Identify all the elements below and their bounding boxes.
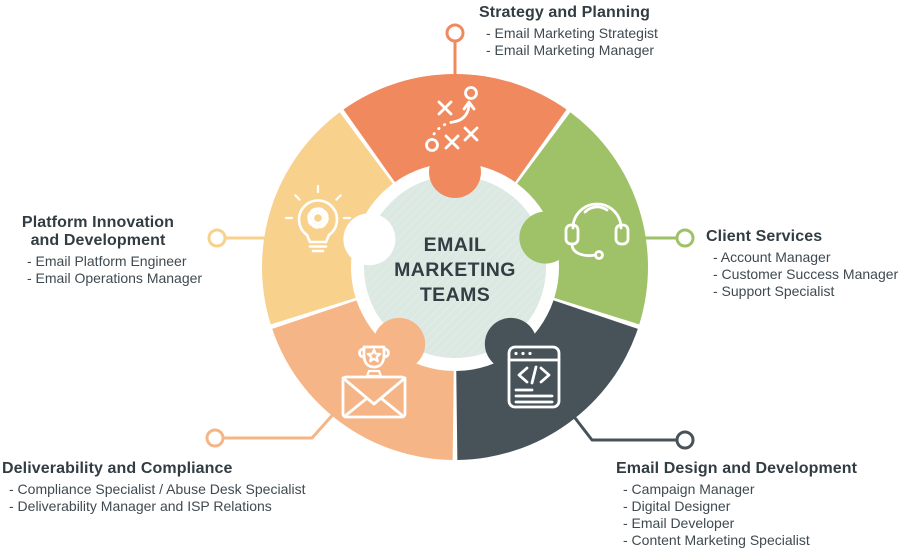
section-role: - Email Platform Engineer	[27, 253, 187, 269]
section-role: - Account Manager	[713, 249, 831, 265]
section-role: - Campaign Manager	[623, 481, 755, 497]
connector-email-design	[563, 404, 695, 450]
puzzle-knob-deliverability-and-compliance	[373, 317, 426, 370]
section-role: - Digital Designer	[623, 498, 731, 514]
section-role: - Support Specialist	[713, 283, 835, 299]
section-label-platform: Platform Innovation and Development - Em…	[8, 214, 202, 287]
section-role: - Email Operations Manager	[27, 270, 203, 286]
section-role: - Compliance Specialist / Abuse Desk Spe…	[9, 481, 306, 497]
section-label-strategy: Strategy and Planning - Email Marketing …	[479, 3, 658, 59]
segment-deliverability-and-compliance	[272, 300, 454, 460]
section-role: - Deliverability Manager and ISP Relatio…	[9, 498, 272, 514]
section-title: Client Services	[706, 228, 823, 245]
lightbulb-gear-icon	[284, 184, 352, 253]
connector-strategy	[445, 23, 465, 78]
section-role: - Email Developer	[623, 515, 735, 531]
section-role: - Content Marketing Specialist	[623, 532, 810, 548]
section-role: - Customer Success Manager	[713, 266, 899, 282]
headset-icon	[564, 202, 630, 260]
section-role: - Email Marketing Strategist	[486, 25, 658, 41]
connector-ring	[207, 228, 227, 248]
envelope-award-icon	[341, 345, 407, 419]
puzzle-knob-email-design-and-development	[484, 317, 537, 370]
connector-client-services	[640, 228, 695, 248]
segment-strategy-and-planning	[343, 73, 567, 183]
connector-ring	[205, 428, 225, 448]
connector-ring	[675, 430, 695, 450]
puzzle-knob-strategy-and-planning	[429, 146, 481, 198]
center-title: EMAIL MARKETING TEAMS	[394, 234, 516, 306]
connector-line	[224, 409, 339, 440]
center-circle-texture	[364, 176, 546, 358]
puzzle-knob-client-services	[519, 211, 572, 264]
section-label-client-services: Client Services - Account Manager - Cust…	[706, 227, 898, 300]
section-label-email-design: Email Design and Development - Campaign …	[616, 459, 857, 549]
section-label-deliverability: Deliverability and Compliance - Complian…	[2, 459, 305, 515]
connector-ring	[675, 228, 695, 248]
puzzle-notch-platform	[343, 213, 396, 266]
section-title: Email Design and Development	[616, 460, 858, 477]
segment-client-services	[517, 112, 649, 325]
section-title: Platform Innovation and Development	[21, 214, 175, 249]
segment-email-design-and-development	[456, 300, 638, 460]
code-window-icon	[507, 345, 561, 409]
section-title: Strategy and Planning	[479, 4, 651, 21]
connector-deliverability	[205, 409, 339, 448]
strategy-playbook-icon	[425, 86, 479, 152]
connector-platform	[207, 228, 266, 248]
team-wheel	[262, 73, 649, 460]
section-role: - Email Marketing Manager	[486, 42, 655, 58]
connector-ring	[445, 23, 465, 43]
section-title: Deliverability and Compliance	[2, 460, 233, 477]
